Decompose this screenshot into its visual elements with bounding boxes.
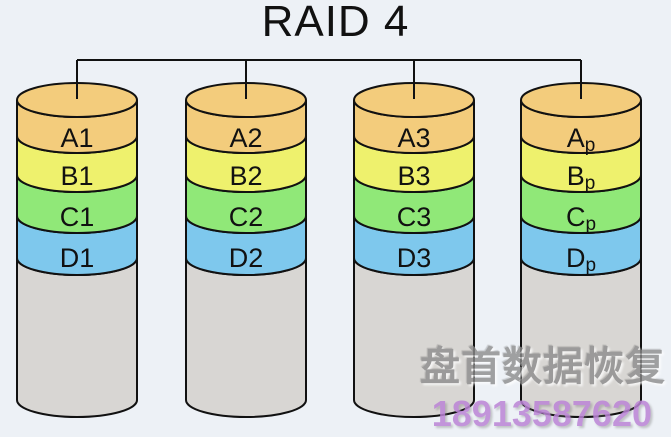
disk-top-ellipse [520, 82, 642, 118]
stripe-label-a: A1 [60, 123, 93, 153]
stripe-label-b: B2 [229, 161, 262, 191]
disk-3: A3 B3 C3 D3 [353, 82, 475, 418]
label-base: B1 [60, 161, 93, 191]
label-base: A [567, 123, 585, 153]
label-base: D3 [397, 243, 432, 273]
label-base: A3 [397, 123, 430, 153]
disk-1: A1 B1 C1 D1 [16, 82, 138, 418]
stripe-label-d: D2 [229, 243, 264, 273]
stripe-label-c: C2 [229, 202, 264, 232]
stripe-label-b: B3 [397, 161, 430, 191]
stripe-label-c: Cp [566, 202, 596, 235]
diagram-title: RAID 4 [261, 0, 410, 46]
watermark-phone: 18913587620 [431, 393, 652, 434]
stripe-label-a: A3 [397, 123, 430, 153]
stripe-label-a: Ap [567, 123, 596, 156]
stripe-label-d: Dp [566, 243, 596, 276]
stripe-label-d: D1 [60, 243, 95, 273]
label-base: C3 [397, 202, 432, 232]
stripe-label-c: C3 [397, 202, 432, 232]
label-base: A1 [60, 123, 93, 153]
stripe-label-a: A2 [229, 123, 262, 153]
stripe-label-b: B1 [60, 161, 93, 191]
watermark-text: 盘首数据恢复 [420, 345, 666, 389]
stripe-label-b: Bp [567, 161, 596, 194]
disk-top-ellipse [16, 82, 138, 118]
label-sub: p [585, 173, 596, 194]
disk-2: A2 B2 C2 D2 [185, 82, 307, 418]
bus-line [76, 59, 582, 99]
label-sub: p [585, 135, 596, 156]
disk-body [16, 257, 138, 418]
label-base: D2 [229, 243, 264, 273]
stripe-label-d: D3 [397, 243, 432, 273]
label-base: D1 [60, 243, 95, 273]
disk-top-ellipse [185, 82, 307, 118]
label-base: B [567, 161, 585, 191]
disk-body [185, 257, 307, 418]
label-base: B3 [397, 161, 430, 191]
label-base: B2 [229, 161, 262, 191]
label-base: C2 [229, 202, 264, 232]
label-base: A2 [229, 123, 262, 153]
label-sub: p [585, 214, 596, 235]
label-base: C [566, 202, 586, 232]
label-base: C1 [60, 202, 95, 232]
disk-top-ellipse [353, 82, 475, 118]
stripe-label-c: C1 [60, 202, 95, 232]
disk-4-parity: Ap Bp Cp Dp [520, 82, 642, 418]
label-base: D [566, 243, 586, 273]
label-sub: p [585, 255, 596, 276]
